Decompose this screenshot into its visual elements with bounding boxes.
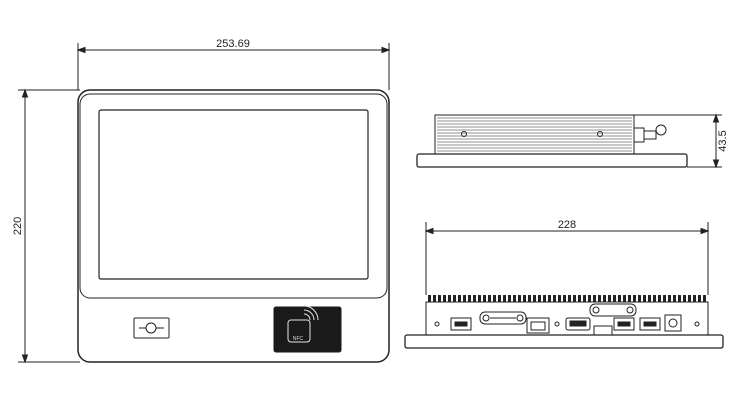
- heatsink-tooth: [553, 295, 556, 302]
- heatsink-fins: [437, 117, 632, 152]
- heatsink-tooth: [453, 295, 456, 302]
- screw-1: [434, 321, 440, 327]
- rear-view: 228: [404, 219, 724, 349]
- screen-frame: [79, 93, 388, 299]
- heatsink-tooth: [643, 295, 646, 302]
- width-dimension: 253.69: [76, 38, 391, 90]
- heatsink-tooth: [603, 295, 606, 302]
- rear-heatsink-teeth: [428, 295, 706, 302]
- heatsink-tooth: [493, 295, 496, 302]
- heatsink-tooth: [443, 295, 446, 302]
- heatsink-tooth: [433, 295, 436, 302]
- display-screen: [98, 109, 369, 280]
- heatsink-tooth: [548, 295, 551, 302]
- heatsink-tooth: [528, 295, 531, 302]
- heatsink-tooth: [668, 295, 671, 302]
- heatsink-tooth: [568, 295, 571, 302]
- usb-port-2: [613, 317, 635, 331]
- heatsink-tooth: [628, 295, 631, 302]
- heatsink-tooth: [458, 295, 461, 302]
- front-bezel: [77, 89, 390, 363]
- card-reader-icon: [133, 317, 170, 339]
- heatsink-tooth: [583, 295, 586, 302]
- heatsink-tooth: [638, 295, 641, 302]
- heatsink-tooth: [508, 295, 511, 302]
- nfc-wave-icon: [287, 305, 319, 343]
- heatsink-tooth: [463, 295, 466, 302]
- antenna-bracket-right: [589, 303, 637, 317]
- heatsink-tooth: [498, 295, 501, 302]
- heatsink-tooth: [513, 295, 516, 302]
- heatsink-tooth: [618, 295, 621, 302]
- screw-3: [694, 321, 700, 327]
- heatsink-tooth: [428, 295, 431, 302]
- heatsink-tooth: [478, 295, 481, 302]
- heatsink-tooth: [543, 295, 546, 302]
- heatsink-tooth: [438, 295, 441, 302]
- heatsink-tooth: [563, 295, 566, 302]
- height-dimension-label: 220: [12, 217, 24, 235]
- heatsink-tooth: [698, 295, 701, 302]
- heatsink-tooth: [468, 295, 471, 302]
- heatsink-tooth: [613, 295, 616, 302]
- hdmi-port: [565, 317, 591, 331]
- antenna-bracket-left: [479, 311, 527, 325]
- heatsink-tooth: [523, 295, 526, 302]
- heatsink-tooth: [633, 295, 636, 302]
- front-view: 253.69 220: [12, 38, 391, 364]
- heatsink-tooth: [588, 295, 591, 302]
- heatsink-tooth: [488, 295, 491, 302]
- side-screw-right: [597, 131, 603, 137]
- heatsink-tooth: [598, 295, 601, 302]
- heatsink-tooth: [623, 295, 626, 302]
- heatsink-tooth: [673, 295, 676, 302]
- heatsink-tooth: [473, 295, 476, 302]
- side-view: 43.5: [416, 113, 729, 169]
- usb-port-1: [450, 317, 472, 331]
- heatsink-tooth: [648, 295, 651, 302]
- nfc-label: NFC: [293, 336, 304, 342]
- dc-port: [593, 325, 613, 336]
- heatsink-tooth: [693, 295, 696, 302]
- heatsink-tooth: [593, 295, 596, 302]
- heatsink-tooth: [608, 295, 611, 302]
- depth-dimension-label: 43.5: [717, 130, 729, 151]
- heatsink-tooth: [683, 295, 686, 302]
- rear-bezel: [404, 334, 724, 349]
- heatsink-tooth: [448, 295, 451, 302]
- height-dimension: 220: [12, 88, 80, 364]
- heatsink-tooth: [503, 295, 506, 302]
- heatsink-tooth: [658, 295, 661, 302]
- screw-2: [554, 321, 560, 327]
- side-screw-left: [461, 131, 467, 137]
- heatsink-tooth: [678, 295, 681, 302]
- heatsink-tooth: [653, 295, 656, 302]
- heatsink-tooth: [578, 295, 581, 302]
- heatsink-tooth: [663, 295, 666, 302]
- rear-width-dimension: 228: [424, 219, 710, 295]
- depth-dimension: 43.5: [634, 113, 729, 169]
- heatsink-tooth: [533, 295, 536, 302]
- antenna-connector: [633, 124, 667, 143]
- heatsink-tooth: [538, 295, 541, 302]
- heatsink-tooth: [703, 295, 706, 302]
- heatsink-tooth: [483, 295, 486, 302]
- rear-ports: [434, 303, 700, 336]
- rear-chassis: [425, 301, 709, 336]
- heatsink-tooth: [573, 295, 576, 302]
- usb-port-3: [639, 317, 661, 331]
- power-jack: [664, 314, 682, 332]
- rear-width-dimension-label: 228: [558, 219, 576, 231]
- nfc-reader: NFC: [273, 305, 342, 353]
- width-dimension-label: 253.69: [216, 38, 250, 50]
- heatsink-tooth: [558, 295, 561, 302]
- side-bezel: [416, 153, 688, 168]
- lan-port: [526, 317, 550, 334]
- heatsink-tooth: [688, 295, 691, 302]
- heatsink-tooth: [518, 295, 521, 302]
